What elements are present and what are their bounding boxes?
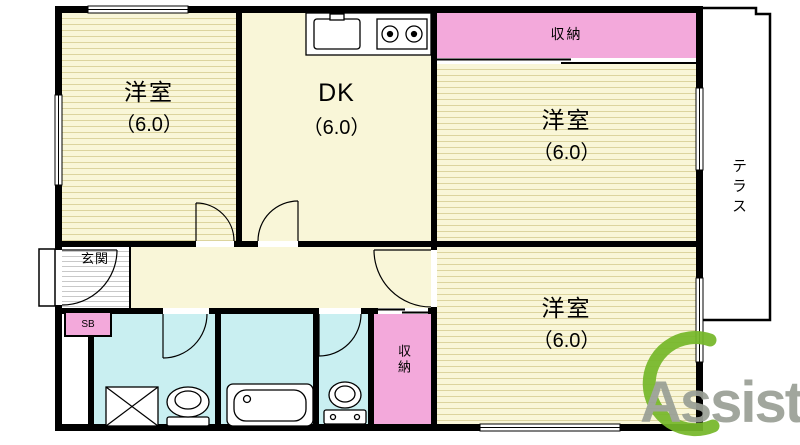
door-se-room: [373, 249, 432, 308]
label-storage-bottom: 収納: [396, 344, 411, 376]
storage-bottom-area: [374, 314, 431, 424]
window-right-se: [695, 277, 704, 363]
logo-leaf-icon: [642, 331, 720, 437]
room-name: DK: [318, 79, 355, 107]
room-size: （6.0）: [532, 142, 601, 165]
walls: [55, 6, 703, 431]
label-room-dk: DK （6.0）: [242, 79, 431, 139]
room-west-nw-floor: [62, 13, 236, 241]
label-room-nw: 洋室 （6.0）: [62, 79, 236, 137]
sliding-doors: [378, 58, 696, 314]
window-bottom-se: [479, 423, 621, 432]
label-room-se: 洋室 （6.0）: [437, 295, 696, 353]
room-size: （6.0）: [115, 114, 183, 137]
shoe-box: SB: [64, 311, 112, 337]
window-left-nw: [54, 94, 63, 186]
room-size: （6.0）: [302, 116, 371, 139]
storage-top-area: [437, 13, 696, 58]
logo-text: Assist: [640, 370, 800, 435]
room-size: （6.0）: [532, 330, 601, 353]
door-openings: [55, 241, 437, 314]
kitchen-faucet-icon: [329, 13, 345, 21]
label-storage-top: 収納: [550, 26, 583, 42]
label-room-ne: 洋室 （6.0）: [437, 107, 696, 165]
label-shoe-box: SB: [81, 318, 95, 330]
room-name: 洋室: [541, 295, 592, 321]
toilet-right-icon: [323, 381, 367, 425]
door-washroom: [162, 313, 208, 359]
swing-doors: [61, 200, 432, 359]
window-top-nw: [87, 5, 189, 14]
room-name: 洋室: [124, 79, 174, 105]
label-genkan: 玄関: [80, 251, 109, 266]
label-terrace: テラス: [730, 158, 747, 218]
toilet-left-icon: [166, 386, 210, 427]
kitchen-stove-icon: [376, 18, 428, 50]
room-name: 洋室: [541, 107, 592, 133]
window-right-ne: [695, 87, 704, 171]
washing-machine-pan-icon: [105, 386, 159, 427]
room-west-ne-floor: [437, 64, 696, 241]
door-entrance: [61, 249, 118, 306]
door-toilet-room: [318, 313, 362, 357]
kitchen-counter-icon: [305, 12, 432, 56]
door-dk: [257, 200, 299, 242]
kitchen-sink-icon: [313, 18, 361, 50]
assist-logo: Assist: [612, 328, 800, 445]
genkan-floor: [62, 247, 130, 308]
door-nw-room: [195, 202, 235, 242]
windows: [38, 5, 704, 432]
terrace-outline: [703, 6, 772, 322]
entrance-door-leaf-closed: [38, 248, 56, 307]
bathtub-icon: [226, 383, 314, 427]
